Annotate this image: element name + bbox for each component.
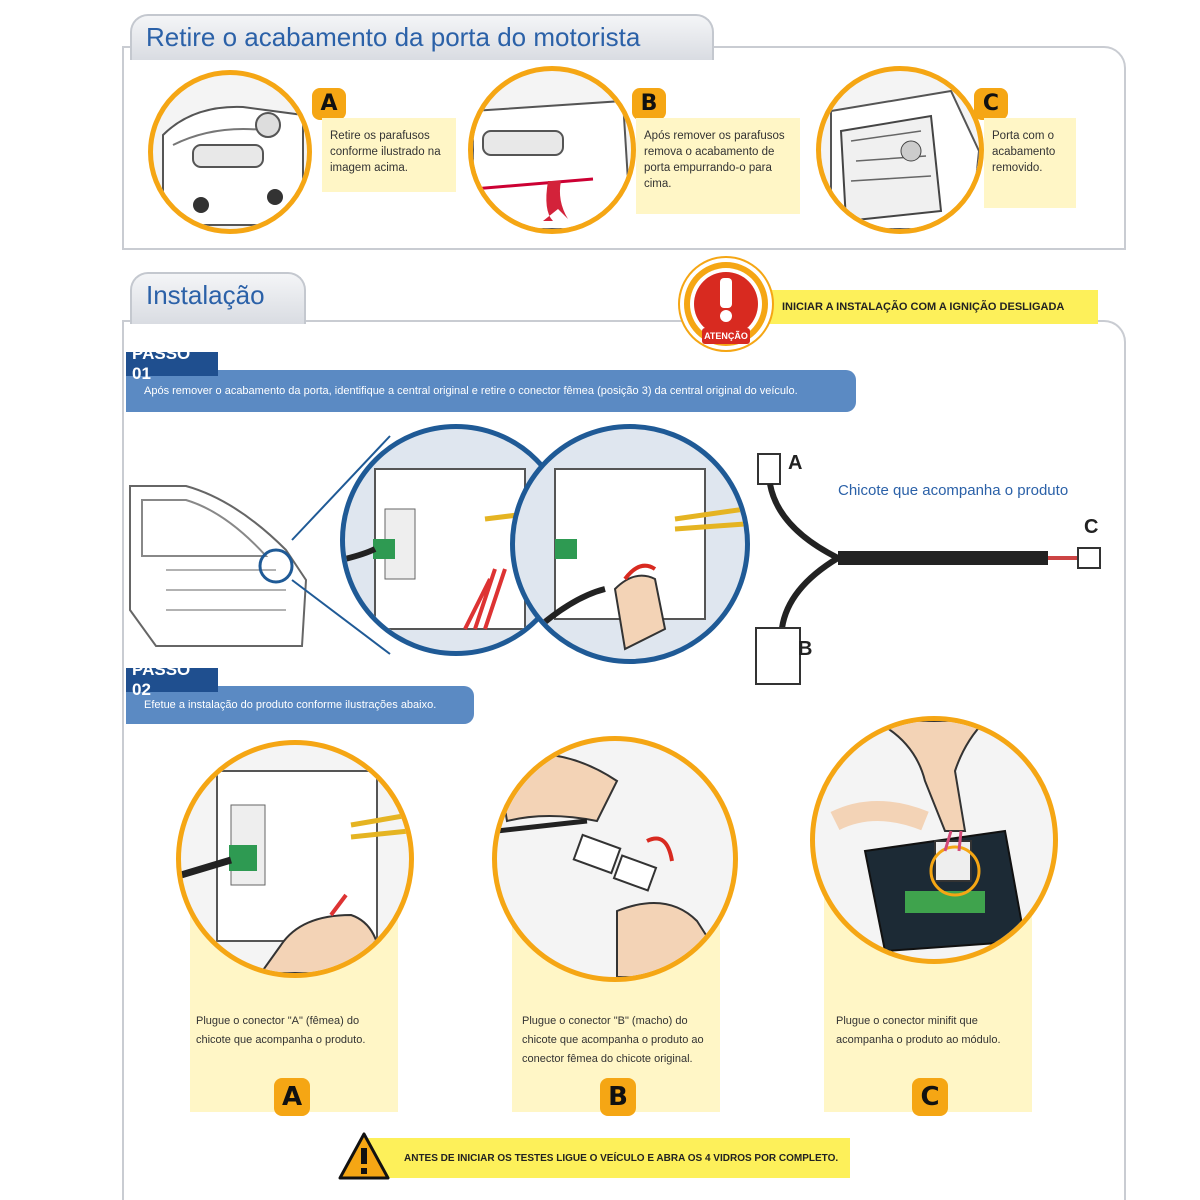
harness-caption: Chicote que acompanha o produto: [838, 482, 1069, 499]
badge-a: A: [312, 88, 346, 120]
disconnect-zoom-image: [510, 424, 750, 664]
removal-title: Retire o acabamento da porta do motorist…: [130, 14, 714, 60]
door-illustration: [126, 480, 326, 650]
card-text-b: Plugue o conector "B" (macho) do chicote…: [522, 1015, 704, 1065]
bottom-warning-icon: [338, 1130, 390, 1182]
warning-icon-label: ATENÇÃO: [702, 328, 750, 344]
card-text-a: Plugue o conector "A" (fêmea) do chicote…: [196, 1015, 366, 1046]
passo2-label: PASSO 02: [126, 660, 218, 699]
badge-b: B: [632, 88, 666, 120]
zoom-lines: [280, 430, 400, 660]
card-text-c: Plugue o conector minifit que acompanha …: [836, 1015, 1001, 1046]
bottom-warning-text: ANTES DE INICIAR OS TESTES LIGUE O VEÍCU…: [360, 1138, 850, 1178]
install-image-c: [810, 716, 1058, 964]
installation-title: Instalação: [130, 272, 306, 324]
install-image-a: [176, 740, 414, 978]
ignition-warning-text: INICIAR A INSTALAÇÃO COM A IGNIÇÃO DESLI…: [760, 290, 1098, 324]
harness-label-a: A: [788, 452, 803, 474]
card-badge-a: A: [274, 1078, 310, 1116]
install-image-b: [492, 736, 738, 982]
removal-note-c: Porta com o acabamento removido.: [984, 118, 1076, 208]
removal-note-b: Após remover os parafusos remova o acaba…: [636, 118, 800, 214]
badge-c: C: [974, 88, 1008, 120]
removal-image-c: [816, 66, 984, 234]
card-badge-b: B: [600, 1078, 636, 1116]
harness-illustration: [748, 448, 1118, 688]
passo1-label: PASSO 01: [126, 344, 218, 383]
harness-label-c: C: [1084, 516, 1099, 538]
warning-icon: ATENÇÃO: [680, 258, 772, 350]
harness-label-b: B: [798, 638, 813, 660]
removal-note-a: Retire os parafusos conforme ilustrado n…: [322, 118, 456, 192]
passo1-text: Após remover o acabamento da porta, iden…: [126, 370, 856, 412]
passo2-text: Efetue a instalação do produto conforme …: [126, 686, 474, 724]
card-badge-c: C: [912, 1078, 948, 1116]
removal-image-a: [148, 70, 312, 234]
removal-image-b: [468, 66, 636, 234]
